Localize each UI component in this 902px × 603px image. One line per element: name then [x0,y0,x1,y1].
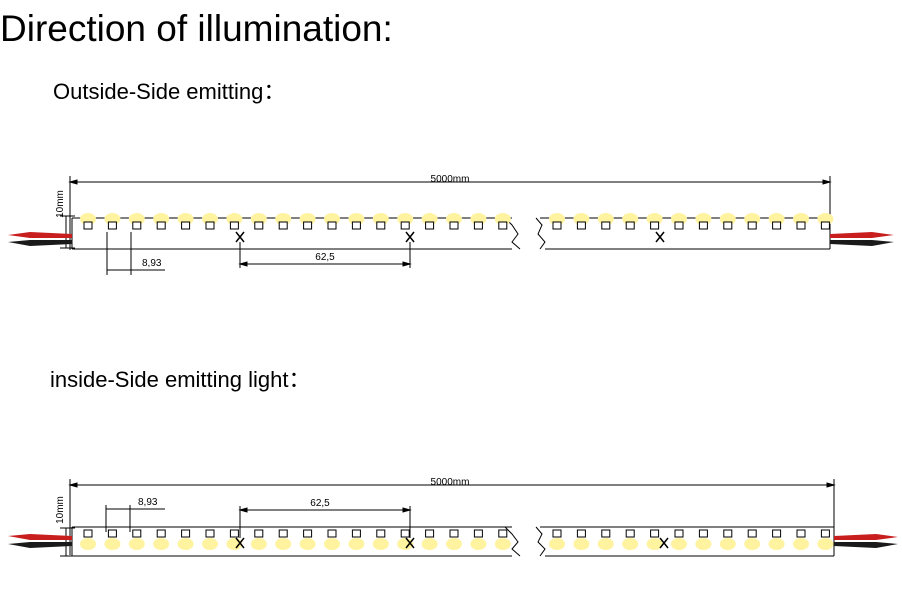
led-chip [104,213,121,230]
led-chip [470,529,487,550]
led-chip [421,529,438,550]
led-chip [80,213,96,230]
strip-body [71,526,835,557]
led-chip [324,529,340,550]
led-chip [817,213,834,230]
led-chip [695,213,712,230]
total-length-label: 5000mm [431,174,470,185]
width-label: 10mm [55,496,66,524]
led-pitch-dimension [105,505,165,532]
led-chip [275,529,292,550]
cut-pitch-dimension [238,506,412,538]
led-chip [348,529,365,550]
section-heading-outside: Outside-Side emitting： [53,79,286,104]
led-chip [128,213,145,230]
led-chip [719,529,736,550]
led-chip [793,213,809,230]
led-chip [793,529,809,550]
led-chip [597,529,614,550]
wire-left [8,232,72,246]
led-chip [397,213,414,230]
led-row [80,529,834,550]
led-chip [299,213,316,230]
led-chip [646,529,663,550]
led-chip [671,529,687,550]
led-chip [348,213,365,230]
led-chip [470,213,487,230]
page-title: Direction of illumination: [0,8,393,49]
led-chip [104,529,121,550]
led-chip [177,529,194,550]
wire-right [830,232,894,246]
width-label: 10mm [55,190,66,218]
led-chip [494,213,511,230]
led-pitch-dimension [106,232,165,275]
cut-marks [235,231,665,243]
led-chip [646,213,663,230]
led-chip [324,213,340,230]
led-chip [372,529,389,550]
led-chip [446,213,462,230]
led-chip [597,213,614,230]
led-chip [250,213,267,230]
wire-left [8,534,72,548]
led-chip [768,213,785,230]
cut-pitch-label: 62,5 [310,498,330,509]
led-chip [202,213,218,230]
section-heading-inside: inside-Side emitting light： [50,367,311,392]
led-pitch-label: 8,93 [142,258,162,269]
led-chip [275,213,292,230]
led-chip [397,529,414,550]
led-chip [421,213,438,230]
led-chip [622,529,639,550]
led-strip-diagram-inside: 5000mm 10mm 8,93 [8,477,898,557]
led-pitch-label: 8,93 [138,497,158,508]
led-row [80,213,834,230]
wire-right [834,534,898,548]
led-chip [494,529,511,550]
led-chip [622,213,639,230]
led-chip [202,529,218,550]
cut-marks [235,537,669,549]
led-chip [817,529,834,550]
led-chip [372,213,389,230]
led-chip [153,213,170,230]
total-length-label: 5000mm [431,477,470,488]
led-chip [695,529,712,550]
led-chip [549,529,565,550]
led-strip-diagram-outside: 5000mm 10mm 8,93 [8,174,894,275]
led-chip [744,213,761,230]
led-chip [446,529,462,550]
cut-pitch-label: 62,5 [315,252,335,263]
led-chip [549,213,565,230]
led-chip [226,213,243,230]
led-chip [128,529,145,550]
cut-pitch-dimension [238,242,412,268]
led-chip [573,529,590,550]
led-chip [80,529,96,550]
total-length-dimension [68,176,832,250]
led-chip [671,213,687,230]
led-chip [719,213,736,230]
led-chip [768,529,785,550]
led-chip [299,529,316,550]
led-chip [250,529,267,550]
led-chip [153,529,170,550]
led-chip [177,213,194,230]
led-chip [573,213,590,230]
led-chip [744,529,761,550]
